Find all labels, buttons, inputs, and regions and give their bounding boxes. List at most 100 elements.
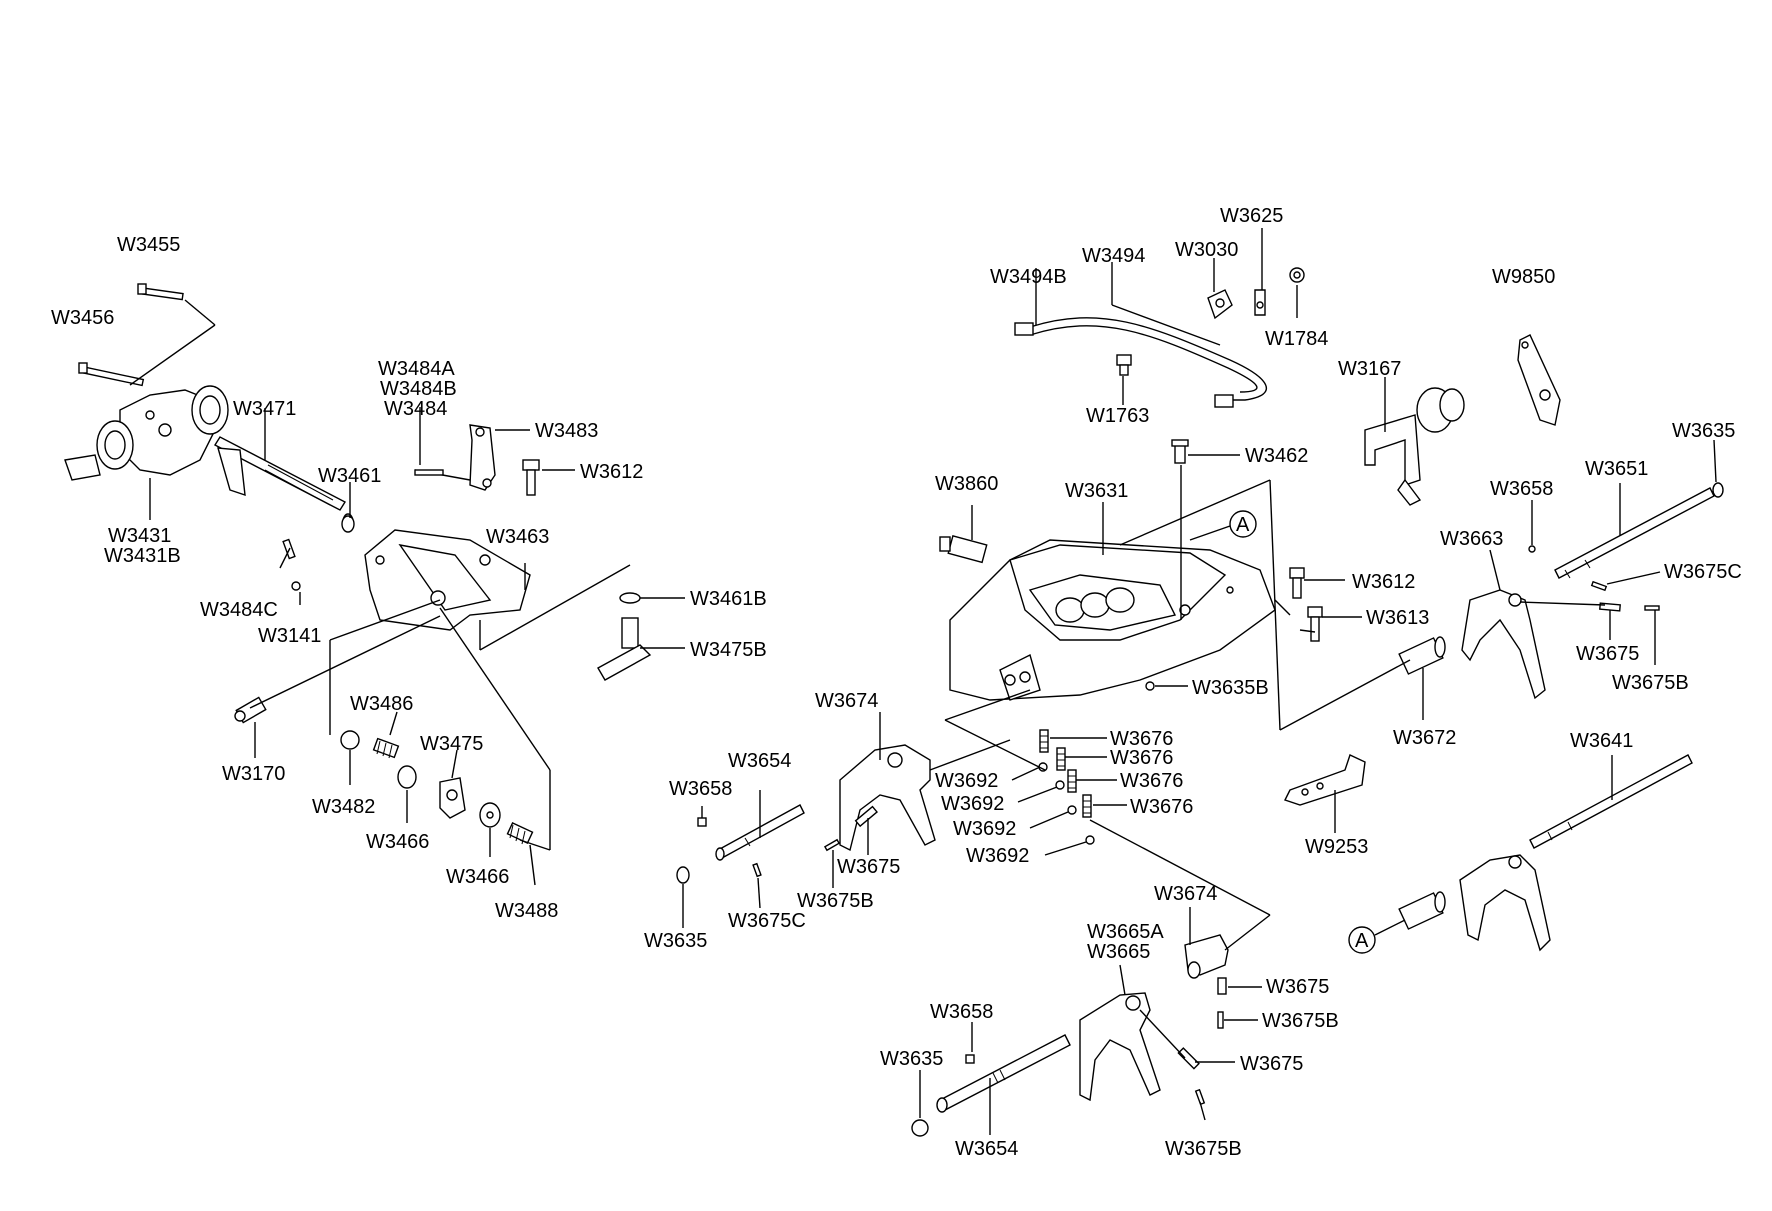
pin-w3484-part [414, 469, 444, 476]
shaft-w3641-part [1529, 754, 1693, 849]
reference-marker-a-top: A [1189, 510, 1257, 541]
pin-w3675-bottom1-part [1217, 977, 1227, 995]
label-w1763: W1763 [1086, 405, 1149, 427]
lower-assembly: A W3674 W3676 W3676 W3676 W3676 W3692 W3… [644, 689, 1693, 1160]
reference-marker-a-bottom: A [1348, 919, 1406, 954]
label-w3483: W3483 [535, 420, 598, 442]
left-shift-assembly: W3455 W3456 W3471 W3431 W3431B W3484A W3… [51, 234, 767, 922]
label-w3654-bottom: W3654 [955, 1138, 1018, 1160]
label-w3484b: W3484B [380, 378, 457, 400]
label-w3141: W3141 [258, 625, 321, 647]
label-w3431b: W3431B [104, 545, 181, 567]
marker-a-bottom-text: A [1355, 930, 1369, 952]
block-w3674-bottom-part [1184, 934, 1229, 979]
label-w3431: W3431 [108, 525, 171, 547]
upper-leader-lines [971, 228, 1717, 731]
label-w3488: W3488 [495, 900, 558, 922]
ball-w3692-3-part [1067, 805, 1077, 815]
label-w3461b: W3461B [690, 588, 767, 610]
spring-w3676-2-part [1056, 747, 1066, 771]
label-w3674-left: W3674 [815, 690, 878, 712]
coupler-w3672-part [1398, 636, 1446, 675]
label-w3030: W3030 [1175, 239, 1238, 261]
label-w3635-mid: W3635 [644, 930, 707, 952]
bolt-w3456-part [78, 362, 145, 387]
washer-w3466-b-part [479, 802, 501, 828]
bracket-w9253-part [1284, 754, 1366, 806]
pin-w3675c-mid-part [752, 862, 762, 878]
ring-w3461-part [341, 515, 355, 533]
shaft-w3654-bottom-part [936, 1034, 1071, 1113]
shaft-w3651-part [1554, 487, 1715, 579]
fork-w3665-part [1079, 992, 1161, 1102]
label-w3170: W3170 [222, 763, 285, 785]
label-w3658-bottom: W3658 [930, 1001, 993, 1023]
label-w3672: W3672 [1393, 727, 1456, 749]
pin-w3675b-right-part [1644, 605, 1660, 611]
label-w3663: W3663 [1440, 528, 1503, 550]
lower-labels: W3674 W3676 W3676 W3676 W3676 W3692 W369… [644, 690, 1633, 1160]
label-w3658-top: W3658 [1490, 478, 1553, 500]
spring-w3486-part [372, 737, 400, 759]
left-leader-lines [129, 299, 685, 886]
shaft-w3471-part [214, 436, 354, 531]
marker-a-top-text: A [1236, 514, 1250, 536]
label-w3675b-bottom2: W3675B [1165, 1138, 1242, 1160]
bracket-w3625-part [1254, 289, 1266, 316]
washer-w3482-part [340, 730, 360, 750]
label-w3484c: W3484C [200, 599, 278, 621]
label-w3484a: W3484A [378, 358, 455, 380]
label-w3675c-mid: W3675C [728, 910, 806, 932]
label-w3466-b: W3466 [446, 866, 509, 888]
label-w3482: W3482 [312, 796, 375, 818]
hose-w3494-part [1014, 317, 1268, 408]
bolt-w3612-left-part [522, 459, 540, 496]
pin-w3675b-bottom2-part [1194, 1088, 1206, 1106]
fork-w3641-part [1459, 854, 1551, 952]
label-w3676-4: W3676 [1130, 796, 1193, 818]
label-w3665a: W3665A [1087, 921, 1164, 943]
label-w3635b: W3635B [1192, 677, 1269, 699]
ball-w3692-2-part [1055, 780, 1065, 790]
pin-w3675b-bottom1-part [1217, 1011, 1224, 1029]
bolt-w3455-part [137, 283, 184, 301]
label-w3675c-top: W3675C [1664, 561, 1742, 583]
nut-w1784-part [1289, 267, 1305, 283]
pin-w3675-bottom2-part [1177, 1047, 1200, 1070]
bolt-w3612-mid-part [1289, 567, 1305, 599]
label-w9850: W9850 [1492, 266, 1555, 288]
switch-w3170-part [234, 696, 267, 724]
label-w3455: W3455 [117, 234, 180, 256]
lever-w3483-part [414, 424, 496, 491]
label-w3475: W3475 [420, 733, 483, 755]
fork-w3674-left-part [839, 739, 1011, 852]
plug-w3462-part [1171, 439, 1189, 464]
label-w3692-2: W3692 [941, 793, 1004, 815]
coupler-a-bottom-part [1398, 891, 1446, 930]
label-w3675b-mid: W3675B [797, 890, 874, 912]
label-w3167: W3167 [1338, 358, 1401, 380]
label-w3676-2: W3676 [1110, 747, 1173, 769]
label-w3676-3: W3676 [1120, 770, 1183, 792]
label-w3462: W3462 [1245, 445, 1308, 467]
label-w3625: W3625 [1220, 205, 1283, 227]
bolt-w1763-part [1116, 354, 1132, 376]
label-w3635-top: W3635 [1672, 420, 1735, 442]
pin-w3658-mid-part [697, 817, 707, 827]
label-w3471: W3471 [233, 398, 296, 420]
ball-w3692-4-part [1085, 835, 1095, 845]
label-w3494: W3494 [1082, 245, 1145, 267]
plug-w3635b-part [1145, 681, 1155, 691]
lower-leader-lines [682, 689, 1613, 1135]
label-w3692-3: W3692 [953, 818, 1016, 840]
label-w3466-a: W3466 [366, 831, 429, 853]
oring-w3461b-part [619, 592, 641, 604]
label-w3461: W3461 [318, 465, 381, 487]
label-w3675-bottom1: W3675 [1266, 976, 1329, 998]
label-w3692-1: W3692 [935, 770, 998, 792]
label-w3651: W3651 [1585, 458, 1648, 480]
cover-w3631-part [949, 539, 1276, 701]
label-w3675b-right: W3675B [1612, 672, 1689, 694]
label-w3692-4: W3692 [966, 845, 1029, 867]
